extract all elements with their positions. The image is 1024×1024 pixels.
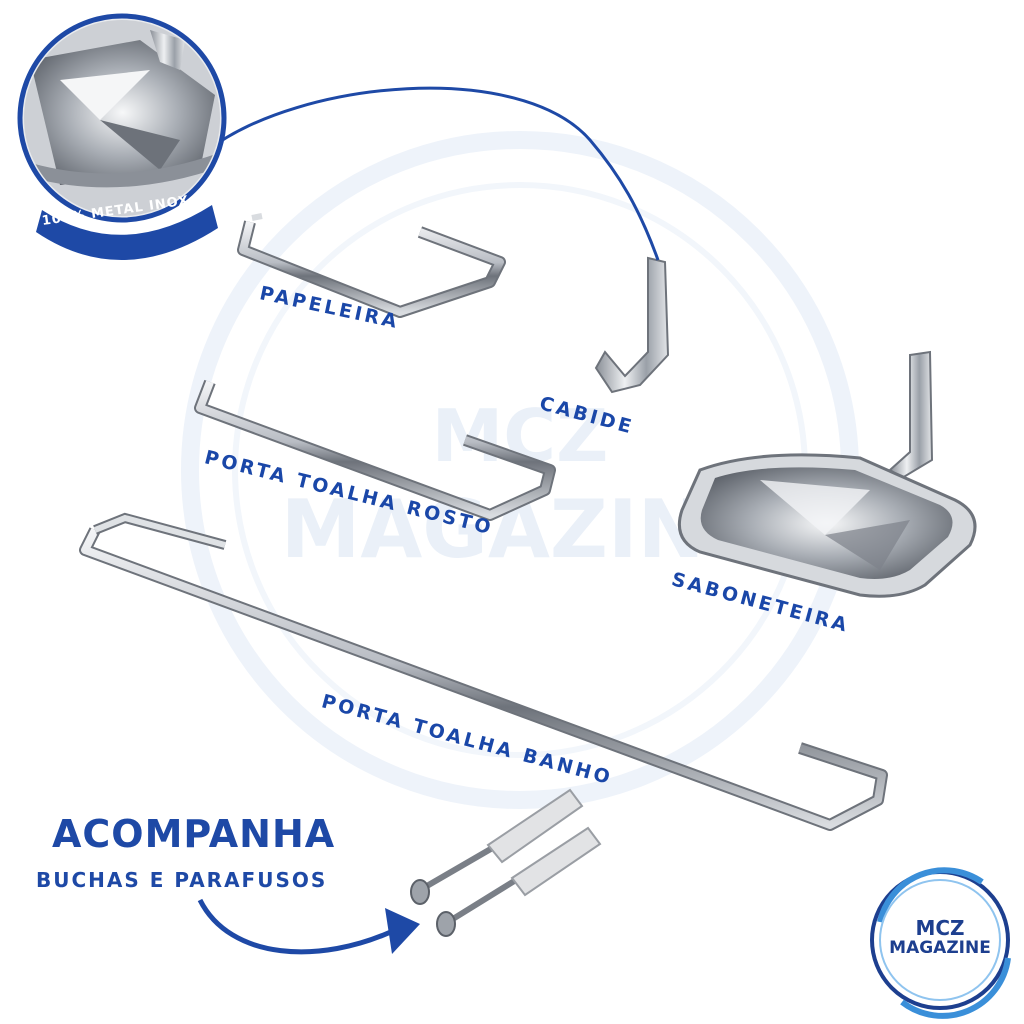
- cabide-product: [594, 256, 670, 394]
- callout-subtitle: BUCHAS E PARAFUSOS: [36, 868, 328, 892]
- brand-logo: [870, 867, 1011, 1019]
- porta-toalha-banho-product: [79, 512, 888, 831]
- saboneteira-product: [677, 350, 977, 598]
- arrow-icon: [197, 898, 397, 955]
- porta-toalha-rosto-product: [194, 379, 556, 521]
- buchas-parafusos-product: [410, 788, 602, 937]
- arrow-head-icon: [385, 908, 420, 954]
- metal-inox-badge: [17, 13, 227, 261]
- logo-line-1: MCZ: [915, 916, 965, 940]
- logo-line-2: MAGAZINE: [889, 938, 991, 958]
- callout-line: [207, 86, 660, 261]
- papeleira-product: [237, 213, 506, 318]
- callout-title: ACOMPANHA: [52, 812, 336, 856]
